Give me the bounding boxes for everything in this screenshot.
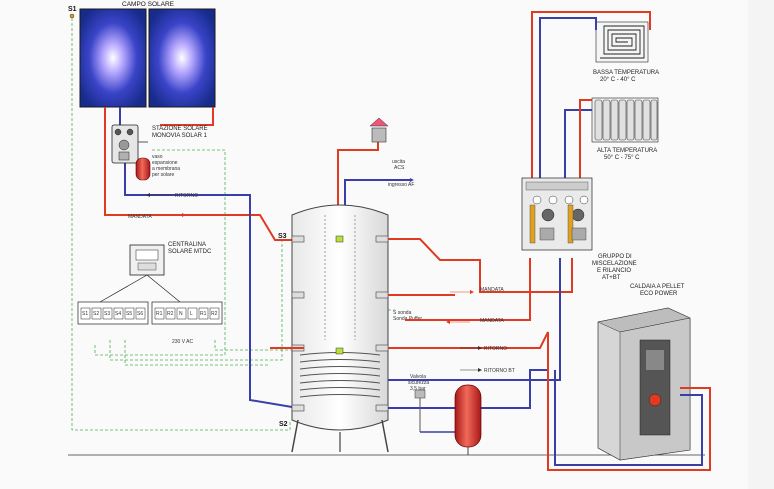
terminal-block-left: S1 S2 S3 S4 S5 S6 [80,307,146,320]
solar-pipes [104,107,300,409]
svg-text:MANDATA: MANDATA [480,287,504,293]
stazione-label-2: MONOVIA SOLAR 1 [152,133,208,139]
svg-text:BASSA TEMPERATURA: BASSA TEMPERATURA [593,70,659,76]
stazione-label-1: STAZIONE SOLARE [152,126,208,132]
svg-text:3,5 bar: 3,5 bar [410,386,426,392]
svg-text:ALTA TEMPERATURA: ALTA TEMPERATURA [597,148,657,154]
svg-text:R2: R2 [167,311,174,317]
svg-text:GRUPPO DI: GRUPPO DI [598,254,632,260]
svg-text:20° C - 40° C: 20° C - 40° C [600,77,636,83]
svg-text:RITORNO BT: RITORNO BT [484,368,515,374]
mixing-valve-dhw: uscita ACS ingresso AF [369,117,414,188]
mandata-solar-label: MANDATA [128,214,152,220]
heating-pipes [270,238,573,409]
svg-text:50° C - 75° C: 50° C - 75° C [604,155,640,161]
svg-text:a membrana: a membrana [152,166,180,172]
svg-text:CALDAIA A PELLET: CALDAIA A PELLET [630,284,685,290]
expansion-vessel-group: Valvola sicurezza 3,5 bar [408,374,482,455]
svg-text:Valvola: Valvola [410,374,426,380]
radiator: ALTA TEMPERATURA 50° C - 75° C [591,97,659,161]
emitter-pipes [531,11,651,178]
svg-text:R1: R1 [156,311,163,317]
svg-text:S3: S3 [104,311,110,317]
pellet-boiler: CALDAIA A PELLET ECO POWER [597,284,691,461]
sensor-s1-icon [69,13,75,19]
svg-text:E RILANCIO: E RILANCIO [597,268,631,274]
heating-flow-labels: MANDATA MANDATA RITORNO RITORNO BT [446,287,515,374]
sensor-s1-label: S1 [68,6,77,13]
solar-panel-left [79,8,147,108]
svg-text:S5: S5 [126,311,132,317]
svg-text:ECO POWER: ECO POWER [640,291,678,297]
svg-text:per solare: per solare [152,172,174,178]
sensor-s3-label: S3 [278,233,287,240]
svg-text:AT+BT: AT+BT [602,275,621,281]
svg-text:espansione: espansione [152,160,178,166]
mixing-group: GRUPPO DI MISCELAZIONE E RILANCIO AT+BT [521,177,637,281]
solar-expansion-vessel [135,157,151,181]
svg-text:MANDATA: MANDATA [480,318,504,324]
svg-text:S1: S1 [82,311,88,317]
solar-panel-right [148,8,216,108]
svg-text:S6: S6 [137,311,143,317]
svg-text:N: N [179,311,183,317]
svg-text:uscita: uscita [392,159,405,165]
dhw-pipes [337,140,410,208]
solar-flow-labels: RITORNO MANDATA [128,193,198,220]
svg-text:MISCELAZIONE: MISCELAZIONE [592,261,637,267]
svg-text:R2: R2 [211,311,218,317]
svg-text:ACS: ACS [394,165,405,171]
solar-field: CAMPO SOLARE S1 [68,1,216,108]
campo-solare-label: CAMPO SOLARE [122,1,175,8]
svg-text:R1: R1 [200,311,207,317]
solar-controller: CENTRALINA SOLARE MTDC S1 S2 S3 S4 S5 S6 [77,242,223,345]
solar-station: STAZIONE SOLARE MONOVIA SOLAR 1 vaso esp… [111,124,208,181]
voltage-label: 230 V AC [172,339,194,345]
svg-text:L: L [190,311,193,317]
svg-text:CENTRALINA: CENTRALINA [168,242,206,248]
svg-text:vaso: vaso [152,154,163,160]
puffer-tank: S3 S2 S sonda Sonda Puffer [278,204,422,453]
sensor-s2-label: S2 [279,421,288,428]
svg-text:RITORNO: RITORNO [484,346,507,352]
svg-text:ingresso AF: ingresso AF [388,182,414,188]
terminal-block-right: R1 R2 N L R1 R2 [154,307,220,320]
svg-text:S4: S4 [115,311,121,317]
underfloor-heating: BASSA TEMPERATURA 20° C - 40° C [593,21,659,83]
svg-text:SOLARE MTDC: SOLARE MTDC [168,249,212,255]
heating-expansion-vessel [454,384,482,448]
boiler-pipes [547,332,711,471]
ritorno-solar-label: RITORNO [175,193,198,199]
svg-text:sicurezza: sicurezza [408,380,429,386]
svg-text:S sonda: S sonda [393,310,412,316]
svg-text:S2: S2 [93,311,99,317]
